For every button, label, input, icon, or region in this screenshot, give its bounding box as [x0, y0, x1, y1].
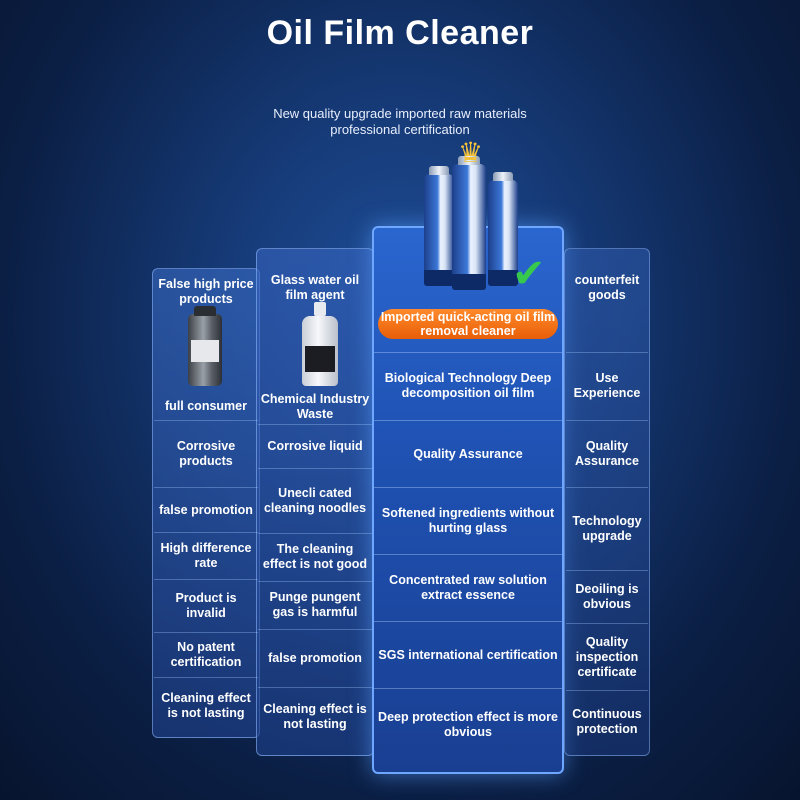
col-a-row: false promotion: [159, 502, 253, 517]
col-b-row: Punge pungent gas is harmful: [269, 590, 361, 619]
col-a-row: full consumer: [165, 398, 247, 413]
col-b-row: false promotion: [268, 650, 362, 665]
gray-bottle-image: [188, 306, 222, 386]
col-d-row: Continuous protection: [572, 707, 642, 736]
subtitle-line-2: professional certification: [330, 122, 470, 137]
column-counterfeit: [564, 248, 650, 756]
col-b-row: Corrosive liquid: [267, 438, 363, 453]
col-a-row: Cleaning effect is not lasting: [161, 691, 251, 720]
col-b-row: Cleaning effect is not lasting: [263, 702, 367, 731]
spray-can-left: [424, 166, 454, 286]
spray-can-center: [452, 156, 486, 290]
subtitle-line-1: New quality upgrade imported raw materia…: [273, 106, 527, 121]
col-d-header: counterfeit goods: [574, 273, 640, 302]
col-c-row: Quality Assurance: [413, 446, 523, 461]
col-b-row: The cleaning effect is not good: [262, 542, 368, 571]
col-d-row: Deoiling is obvious: [575, 582, 639, 611]
col-a-header: False high price products: [158, 277, 254, 306]
col-b-header: Glass water oil film agent: [270, 273, 360, 302]
page-title: Oil Film Cleaner: [266, 14, 534, 52]
col-c-row: SGS international certification: [378, 647, 558, 662]
col-a-row: Product is invalid: [175, 591, 237, 620]
col-c-row: Softened ingredients without hurting gla…: [381, 506, 555, 535]
col-a-row: High difference rate: [160, 541, 252, 570]
oil-film-agent-bottle-image: [302, 302, 338, 386]
col-d-row: Use Experience: [573, 371, 641, 400]
col-a-row: Corrosive products: [176, 439, 236, 468]
col-a-row: No patent certification: [170, 640, 242, 669]
subtitle: New quality upgrade imported raw materia…: [0, 106, 800, 138]
product-banner: Imported quick-acting oil film removal c…: [378, 309, 558, 339]
crown-icon: ♛: [458, 137, 484, 168]
col-c-row: Concentrated raw solution extract essenc…: [389, 573, 547, 602]
col-d-row: Technology upgrade: [572, 514, 642, 543]
col-d-row: Quality inspection certificate: [575, 634, 639, 679]
col-b-row: Chemical Industry Waste: [260, 392, 370, 421]
col-b-row: Unecli cated cleaning noodles: [263, 486, 367, 515]
col-c-row: Biological Technology Deep decomposition…: [384, 371, 552, 400]
checkmark-icon: ✔: [512, 252, 546, 296]
col-c-row: Deep protection effect is more obvious: [378, 710, 558, 739]
col-d-row: Quality Assurance: [575, 439, 639, 468]
spray-can-right: [488, 172, 518, 286]
